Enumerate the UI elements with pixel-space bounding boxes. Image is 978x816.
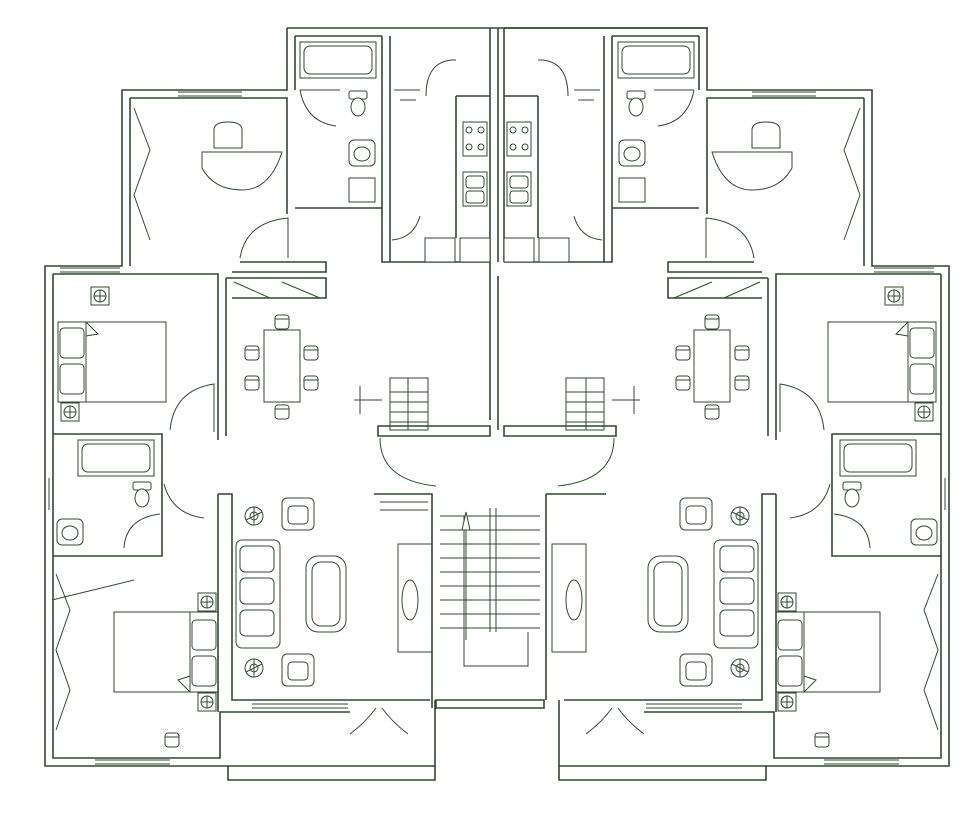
exterior-wall-left (44, 27, 491, 781)
living-right (564, 493, 777, 712)
bedroom-left-top (57, 286, 215, 432)
dining-right (667, 277, 769, 436)
dining-left (225, 277, 327, 436)
kitchen-left (389, 36, 491, 263)
bathroom-right-mid (789, 433, 941, 557)
bathroom-left-top (295, 41, 382, 209)
bedroom-left-bottom (113, 592, 219, 748)
study-left (201, 121, 327, 273)
unit-left (44, 27, 491, 781)
bedroom-right-top (779, 286, 937, 432)
study-right (667, 121, 793, 273)
living-left (217, 493, 430, 712)
stair-right (503, 377, 640, 487)
balcony-left (228, 700, 436, 767)
bathroom-left-mid (53, 433, 205, 557)
bathroom-right-top (612, 41, 699, 209)
bedroom-right-bottom (775, 592, 881, 748)
kitchen-right (503, 36, 605, 263)
balcony-right (558, 700, 766, 767)
stair-left (354, 377, 491, 487)
unit-right (503, 27, 950, 781)
